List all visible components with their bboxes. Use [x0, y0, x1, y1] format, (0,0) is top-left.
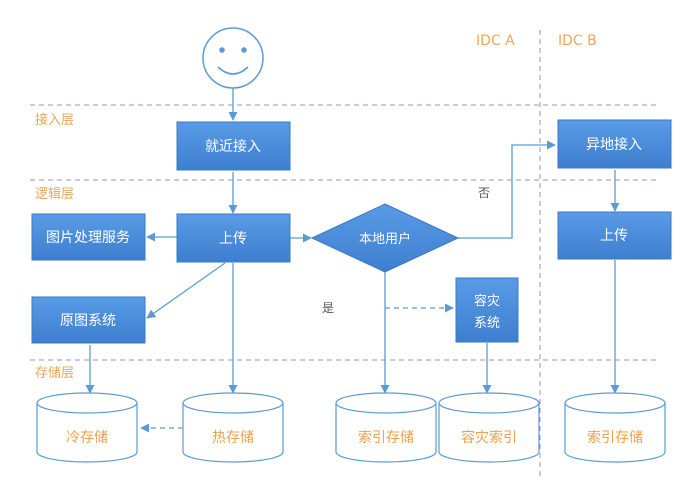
layer-label-storage: 存储层 — [35, 366, 74, 381]
storage-cold: 冷存储 — [36, 392, 138, 463]
zone-label-idc-a: IDC A — [476, 33, 515, 49]
zone-label-idc-b: IDC B — [558, 33, 597, 49]
node-label-upload-a: 上传 — [219, 231, 247, 247]
storage-label-cold: 冷存储 — [66, 430, 108, 446]
edge-label-no: 否 — [478, 186, 490, 200]
decision-label-local-user: 本地用户 — [359, 231, 411, 247]
storage-dr-index: 容灾索引 — [438, 392, 540, 463]
storage-label-dr-index: 容灾索引 — [461, 429, 517, 446]
node-upload-b: 上传 — [557, 211, 672, 260]
node-label-remote-access: 异地接入 — [586, 136, 642, 153]
edge-decision-no-to-remote — [458, 140, 556, 239]
node-label-dr-system-line1: 容灾 — [474, 293, 500, 309]
node-image-processing: 图片处理服务 — [31, 213, 146, 261]
user-smiley-icon — [202, 27, 264, 89]
node-label-image-processing: 图片处理服务 — [46, 230, 130, 246]
layer-label-logic: 逻辑层 — [35, 187, 74, 202]
node-original-image-system: 原图系统 — [31, 296, 146, 344]
storage-label-index-a: 索引存储 — [358, 429, 414, 446]
node-upload-a: 上传 — [176, 213, 291, 263]
storage-hot: 热存储 — [182, 392, 284, 463]
edge-upload-to-original-system — [146, 262, 226, 319]
node-remote-access: 异地接入 — [557, 119, 672, 169]
decision-local-user: 本地用户 — [310, 203, 460, 273]
node-dr-system: 容灾 系统 — [455, 277, 519, 343]
node-label-upload-b: 上传 — [600, 228, 628, 244]
storage-index-a: 索引存储 — [335, 392, 437, 463]
node-label-original-image-system: 原图系统 — [60, 313, 116, 329]
node-label-nearby-access: 就近接入 — [205, 138, 261, 155]
node-nearby-access: 就近接入 — [176, 121, 291, 171]
layer-label-access: 接入层 — [35, 112, 74, 128]
storage-label-hot: 热存储 — [212, 430, 254, 446]
storage-label-index-b: 索引存储 — [587, 429, 643, 446]
storage-index-b: 索引存储 — [564, 392, 666, 463]
node-label-dr-system-line2: 系统 — [474, 316, 500, 331]
connectors — [85, 88, 620, 433]
edge-label-yes: 是 — [322, 301, 334, 315]
